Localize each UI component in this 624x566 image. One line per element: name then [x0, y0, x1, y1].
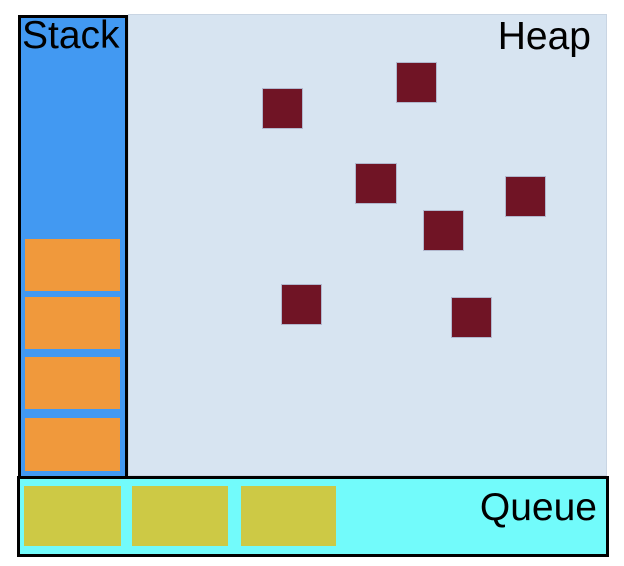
stack-frame [25, 297, 120, 349]
heap-object [451, 297, 492, 338]
heap-object [281, 284, 322, 325]
heap-object [262, 88, 303, 129]
heap-object [396, 62, 437, 103]
stack-label: Stack [22, 14, 120, 57]
heap-object [355, 163, 397, 204]
queue-item [24, 486, 121, 546]
heap-region [128, 14, 607, 476]
queue-label: Queue [479, 486, 597, 529]
queue-item [132, 486, 228, 546]
heap-object [423, 210, 464, 251]
stack-frame [25, 239, 120, 291]
queue-item [241, 486, 336, 546]
stack-frame [25, 418, 120, 471]
heap-object [505, 176, 546, 217]
heap-label: Heap [497, 15, 591, 58]
stack-frame [25, 357, 120, 409]
